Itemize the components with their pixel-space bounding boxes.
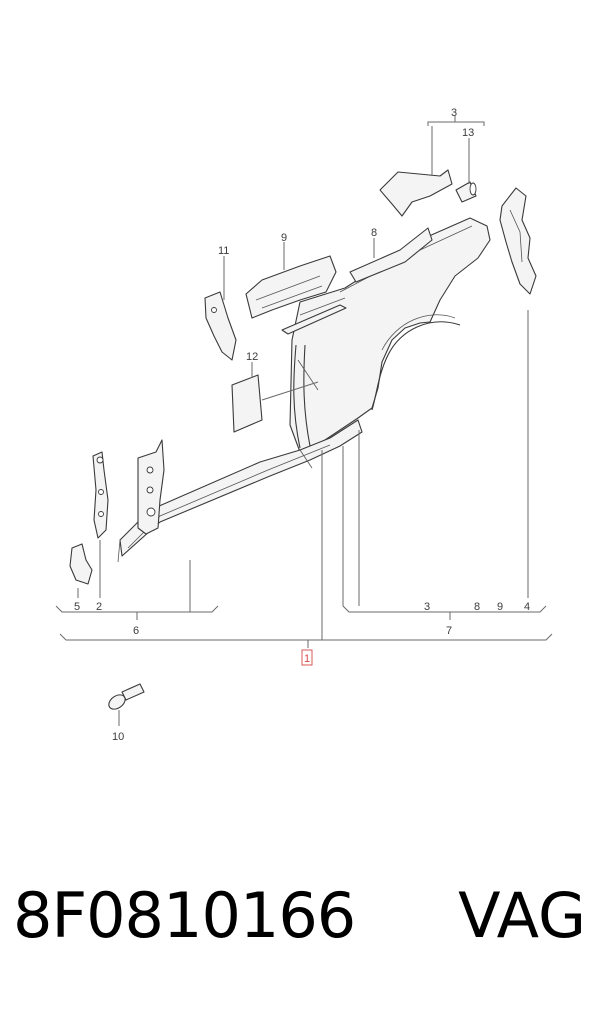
bracket-11 xyxy=(204,291,237,361)
callout-10: 10 xyxy=(112,731,124,743)
part-number: 8F0810166 xyxy=(13,879,356,952)
callout-13: 13 xyxy=(462,127,474,139)
reinforcement-9 xyxy=(245,255,337,319)
leader-lines xyxy=(55,116,553,726)
trim-8 xyxy=(349,227,433,283)
callout-12: 12 xyxy=(246,351,258,363)
callout-5: 5 xyxy=(74,601,80,613)
callout-1: 1 xyxy=(304,653,310,665)
callout-8-top: 8 xyxy=(371,227,377,239)
wheelhouse-4 xyxy=(499,187,537,295)
bracket-5 xyxy=(69,543,93,585)
callout-9-top: 9 xyxy=(281,232,287,244)
callout-1-box xyxy=(301,649,313,666)
b-pillar-reinforcement xyxy=(137,439,165,535)
callout-3-top: 3 xyxy=(451,107,457,119)
strip xyxy=(281,304,347,335)
footer: 8F0810166 VAG xyxy=(0,885,600,985)
callout-labels: 3 13 8 9 11 12 5 2 6 3 8 9 4 7 1 10 xyxy=(74,107,530,743)
upper-reinforcement-3 xyxy=(379,169,453,217)
parts-diagram: 3 13 8 9 11 12 5 2 6 3 8 9 4 7 1 10 xyxy=(55,107,553,743)
callout-2: 2 xyxy=(96,601,102,613)
callout-9-bottom: 9 xyxy=(497,601,503,613)
callout-6: 6 xyxy=(133,625,139,637)
callout-7: 7 xyxy=(446,625,452,637)
callout-3-bottom: 3 xyxy=(424,601,430,613)
callout-4: 4 xyxy=(524,601,530,613)
callout-11: 11 xyxy=(218,245,229,257)
clip-10 xyxy=(108,683,145,710)
rear-side-panel xyxy=(289,217,491,453)
pad-12 xyxy=(231,374,319,433)
brand-label: VAG xyxy=(458,879,586,952)
bracket-2 xyxy=(92,451,109,539)
callout-8-bottom: 8 xyxy=(474,601,480,613)
bushing-13 xyxy=(455,181,477,203)
